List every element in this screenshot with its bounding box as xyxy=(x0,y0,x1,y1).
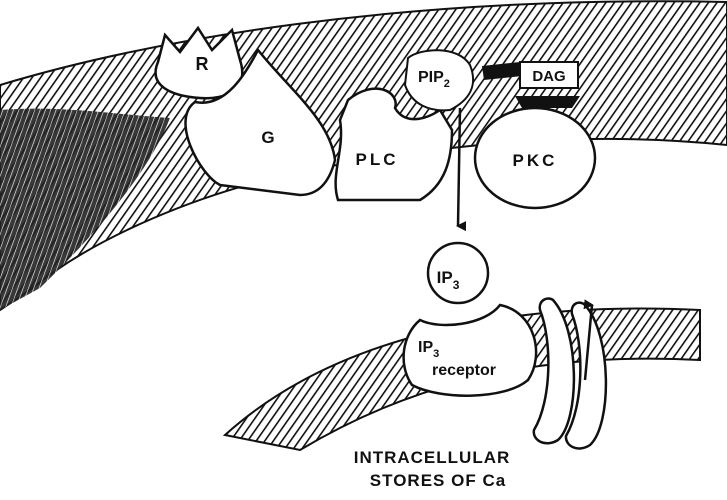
caption-line1: INTRACELLULAR xyxy=(354,448,511,467)
pkc-label: PKC xyxy=(513,151,558,170)
pkc-enzyme: PKC xyxy=(475,108,595,208)
ip3-molecule: IP3 xyxy=(428,243,488,303)
pip2-molecule: PIP2 xyxy=(405,50,473,110)
ip3-receptor-word: receptor xyxy=(432,362,496,379)
stores-caption: INTRACELLULAR STORES OF Ca xyxy=(354,448,511,490)
caption-line2: STORES OF Ca xyxy=(370,471,506,490)
plc-label: PLC xyxy=(356,150,399,169)
dag-label: DAG xyxy=(532,68,565,85)
g-protein-label: G xyxy=(261,128,274,147)
receptor-label: R xyxy=(196,54,209,74)
ip3-receptor: IP3 receptor xyxy=(404,305,537,396)
receptor-r: R xyxy=(156,28,243,98)
dag-molecule: DAG xyxy=(515,62,580,108)
